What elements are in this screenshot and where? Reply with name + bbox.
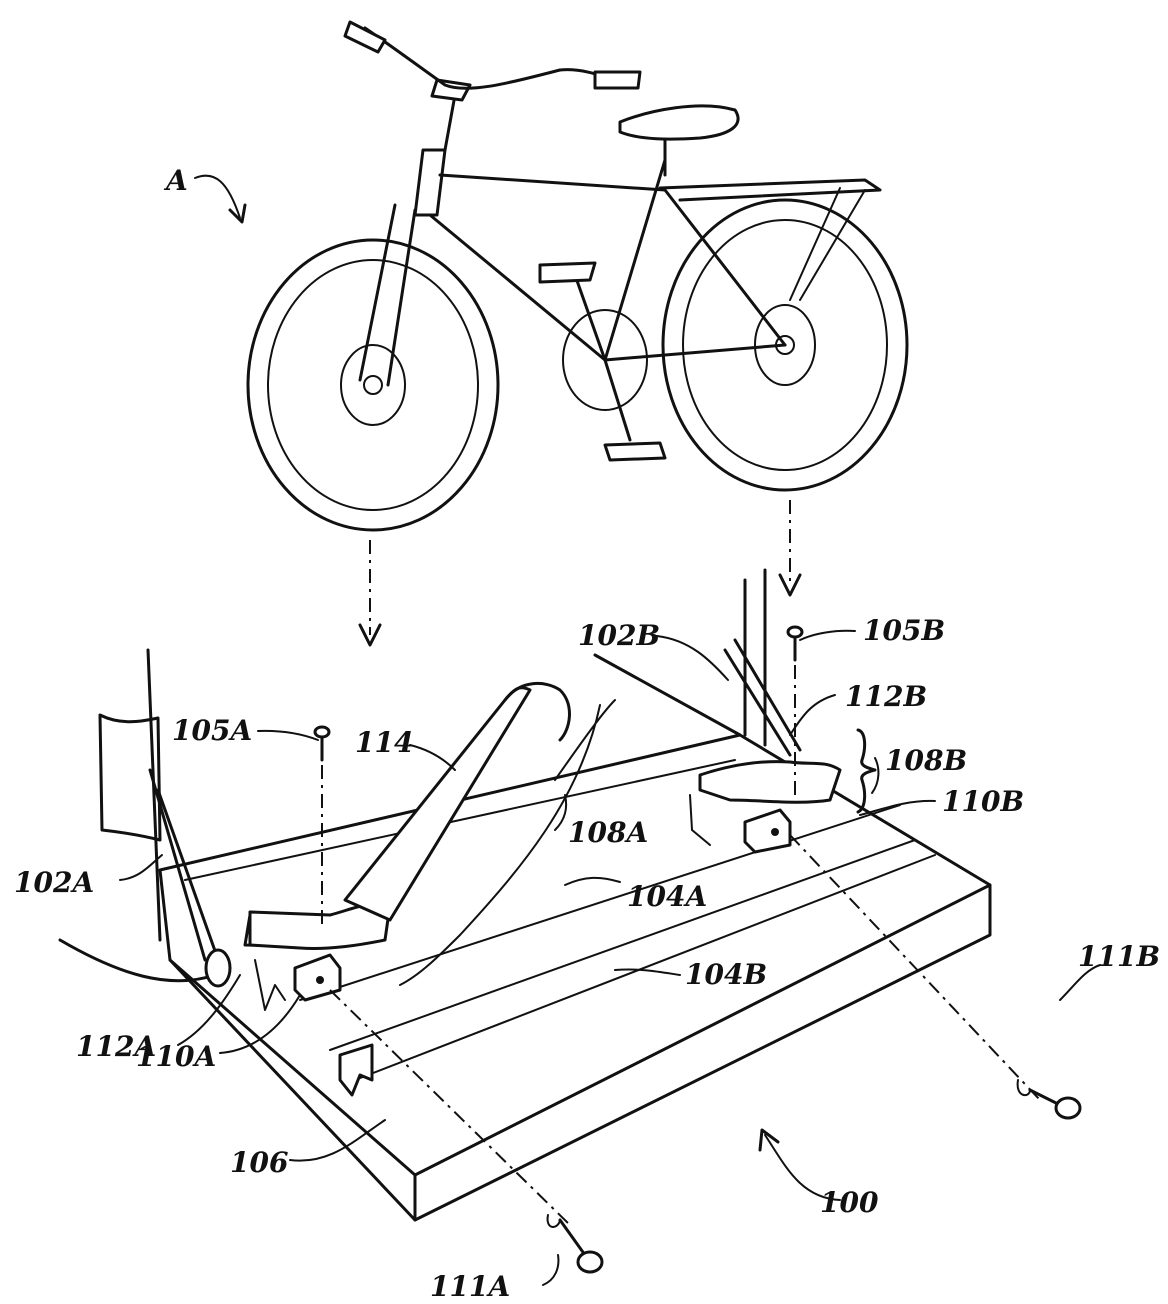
down-tube: [428, 213, 607, 362]
bracket-106: [338, 1043, 374, 1097]
label-111B: 111B: [1078, 940, 1160, 973]
wheel-loop-108A: [399, 699, 616, 986]
top-tube: [438, 173, 667, 192]
lock-block-110B: [743, 808, 792, 854]
label-108A: 108A: [568, 816, 648, 849]
label-102A: 102A: [14, 866, 94, 899]
label-105A: 105A: [172, 714, 252, 747]
wheel-cradle-112A: [248, 902, 392, 950]
chainring: [562, 309, 648, 411]
bicycle: [246, 20, 909, 532]
wheel-cradle-112B: [698, 760, 842, 804]
label-A: A: [163, 164, 188, 197]
label-104A: 104A: [627, 880, 707, 913]
label-106: 106: [230, 1146, 288, 1179]
saddle: [618, 104, 740, 141]
right-grip: [593, 70, 642, 90]
reference-labels: A 100 102A 102B 104A 104B 105A 105B 106 …: [14, 164, 1160, 1303]
strap-102A: [148, 768, 222, 967]
rail-104B: [354, 854, 936, 1081]
label-102B: 102B: [578, 619, 660, 652]
bike-rack-platform: [58, 568, 1041, 1226]
right-pedal: [603, 441, 667, 462]
label-112A: 112A: [76, 1030, 156, 1063]
lock-pin-111B: [1016, 1079, 1082, 1120]
seat-tube: [603, 158, 667, 362]
leader-lines: [119, 174, 1101, 1286]
label-110B: 110B: [942, 785, 1024, 818]
front-wheel: [246, 238, 500, 532]
front-hub: [340, 344, 406, 426]
label-110A: 110A: [136, 1040, 216, 1073]
label-108B: 108B: [885, 744, 967, 777]
brace-108B: [856, 728, 877, 814]
rear-carrier: [658, 178, 882, 202]
label-105B: 105B: [863, 614, 945, 647]
chain-stay: [603, 343, 787, 362]
label-114: 114: [355, 726, 413, 759]
rail-104A: [299, 804, 901, 1001]
label-111A: 111A: [430, 1270, 510, 1303]
seat-stay: [663, 188, 787, 347]
head-tube: [413, 148, 447, 217]
rear-wheel: [661, 198, 909, 492]
left-pedal: [538, 261, 597, 284]
label-100: 100: [820, 1186, 879, 1219]
lock-pin-111A: [546, 1214, 604, 1274]
left-grip: [343, 20, 387, 54]
rear-hub: [754, 304, 816, 386]
front-fork: [358, 203, 417, 387]
label-104B: 104B: [685, 958, 767, 991]
label-112B: 112B: [845, 680, 927, 713]
strap-102B: [723, 638, 802, 757]
